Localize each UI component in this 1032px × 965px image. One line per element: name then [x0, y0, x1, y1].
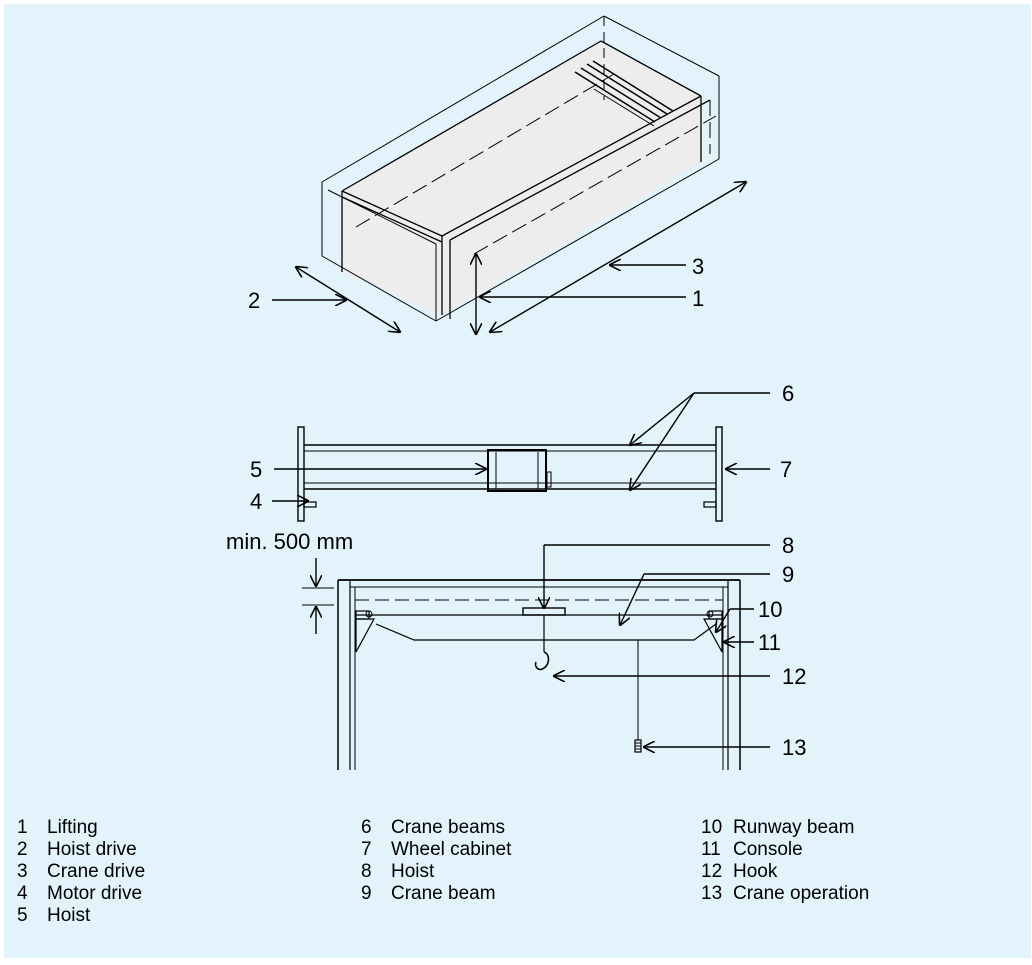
right-console	[702, 618, 723, 653]
box-left-face	[342, 191, 442, 315]
clearance-label: min. 500 mm	[226, 529, 353, 554]
left-wheel	[365, 610, 373, 618]
box-top-face	[342, 41, 701, 236]
top-dimension-arrows	[272, 182, 746, 334]
isometric-crane-box	[321, 15, 720, 322]
right-wheel	[706, 610, 714, 618]
crane-box-edges	[341, 40, 711, 319]
right-wheel-cabinet	[715, 426, 723, 522]
crane-section-view	[337, 579, 741, 770]
label-11: 11	[758, 630, 781, 655]
label-3: 3	[692, 254, 704, 279]
hoist-motor	[546, 471, 552, 488]
diagram-panel: 2 1 3 6 5 7 4	[4, 4, 1031, 958]
label-13: 13	[782, 735, 806, 760]
label-10: 10	[758, 597, 782, 622]
label-4: 4	[250, 489, 262, 514]
label-5: 5	[250, 457, 262, 482]
hoist-drive-arrow	[296, 267, 400, 332]
bottom-arrows	[544, 544, 770, 747]
top-crane-beams	[574, 60, 674, 127]
hook-icon	[534, 651, 550, 671]
left-console	[355, 618, 376, 653]
label-1: 1	[692, 286, 704, 311]
left-wheel-cabinet	[297, 426, 305, 522]
crane-drive-arrow	[490, 182, 746, 332]
label-8: 8	[782, 533, 794, 558]
right-motor-drive	[703, 501, 717, 508]
left-motor-drive	[303, 501, 317, 508]
section-hoist	[522, 607, 566, 616]
clearance-dimension	[302, 558, 334, 634]
label-12: 12	[782, 664, 806, 689]
label-7: 7	[780, 457, 792, 482]
label-6: 6	[782, 381, 794, 406]
hoist-trolley	[487, 449, 547, 492]
label-2: 2	[248, 288, 260, 313]
crane-plan-view	[297, 426, 723, 522]
label-9: 9	[782, 562, 794, 587]
mid-arrows	[272, 392, 770, 501]
crane-diagram: 2 1 3 6 5 7 4	[226, 15, 806, 770]
